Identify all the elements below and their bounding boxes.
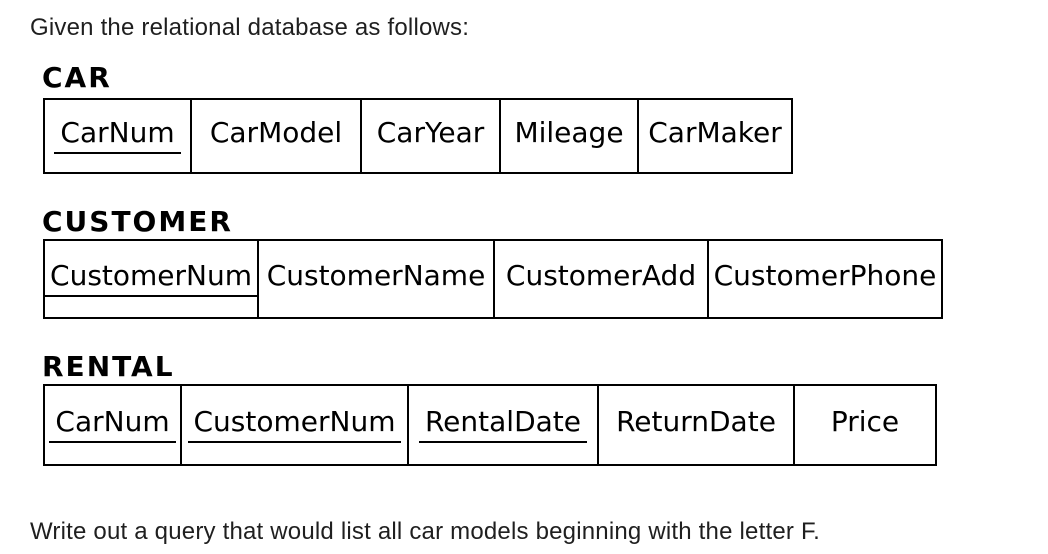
schema-rental: RENTAL CarNum CustomerNum RentalDate Ret… (42, 350, 1048, 466)
customer-col-customername: CustomerName (259, 241, 495, 317)
car-col-carnum: CarNum (45, 100, 192, 172)
car-col-carmodel-label: CarModel (209, 115, 343, 149)
schema-customer-table: CustomerNum CustomerName CustomerAdd Cus… (43, 239, 943, 319)
rental-col-rentaldate: RentalDate (409, 386, 599, 464)
customer-col-customeradd: CustomerAdd (495, 241, 709, 317)
rental-col-rentaldate-label: RentalDate (418, 407, 587, 443)
rental-col-returndate-label: ReturnDate (616, 404, 776, 438)
rental-col-carnum-label: CarNum (49, 407, 176, 443)
car-col-caryear: CarYear (362, 100, 501, 172)
rental-col-customernum: CustomerNum (182, 386, 409, 464)
schema-car: CAR CarNum CarModel CarYear Mileage CarM… (42, 61, 1048, 174)
schema-customer: CUSTOMER CustomerNum CustomerName Custom… (42, 205, 1048, 319)
rental-col-returndate: ReturnDate (599, 386, 795, 464)
car-col-mileage: Mileage (501, 100, 639, 172)
schema-rental-title: RENTAL (42, 350, 175, 383)
customer-col-customeradd-label: CustomerAdd (505, 258, 697, 292)
car-col-carnum-label: CarNum (54, 118, 181, 154)
schema-rental-table: CarNum CustomerNum RentalDate ReturnDate… (43, 384, 937, 466)
customer-col-customerphone-label: CustomerPhone (713, 258, 937, 292)
rental-col-price: Price (795, 386, 935, 464)
rental-col-customernum-label: CustomerNum (187, 407, 402, 443)
schema-car-title: CAR (42, 61, 112, 94)
intro-text: Given the relational database as follows… (30, 14, 470, 41)
schema-customer-title: CUSTOMER (42, 205, 233, 238)
question-text: Write out a query that would list all ca… (30, 518, 821, 545)
customer-col-customerphone: CustomerPhone (709, 241, 941, 317)
car-col-carmaker-label: CarMaker (648, 115, 782, 149)
car-col-carmaker: CarMaker (639, 100, 791, 172)
rental-col-carnum: CarNum (45, 386, 182, 464)
schema-car-table: CarNum CarModel CarYear Mileage CarMaker (43, 98, 793, 174)
rental-col-price-label: Price (830, 404, 900, 438)
customer-col-customernum-label: CustomerNum (45, 261, 257, 297)
customer-col-customername-label: CustomerName (266, 258, 486, 292)
car-col-caryear-label: CarYear (376, 115, 485, 149)
car-col-carmodel: CarModel (192, 100, 362, 172)
car-col-mileage-label: Mileage (514, 115, 624, 149)
customer-col-customernum: CustomerNum (45, 241, 259, 317)
